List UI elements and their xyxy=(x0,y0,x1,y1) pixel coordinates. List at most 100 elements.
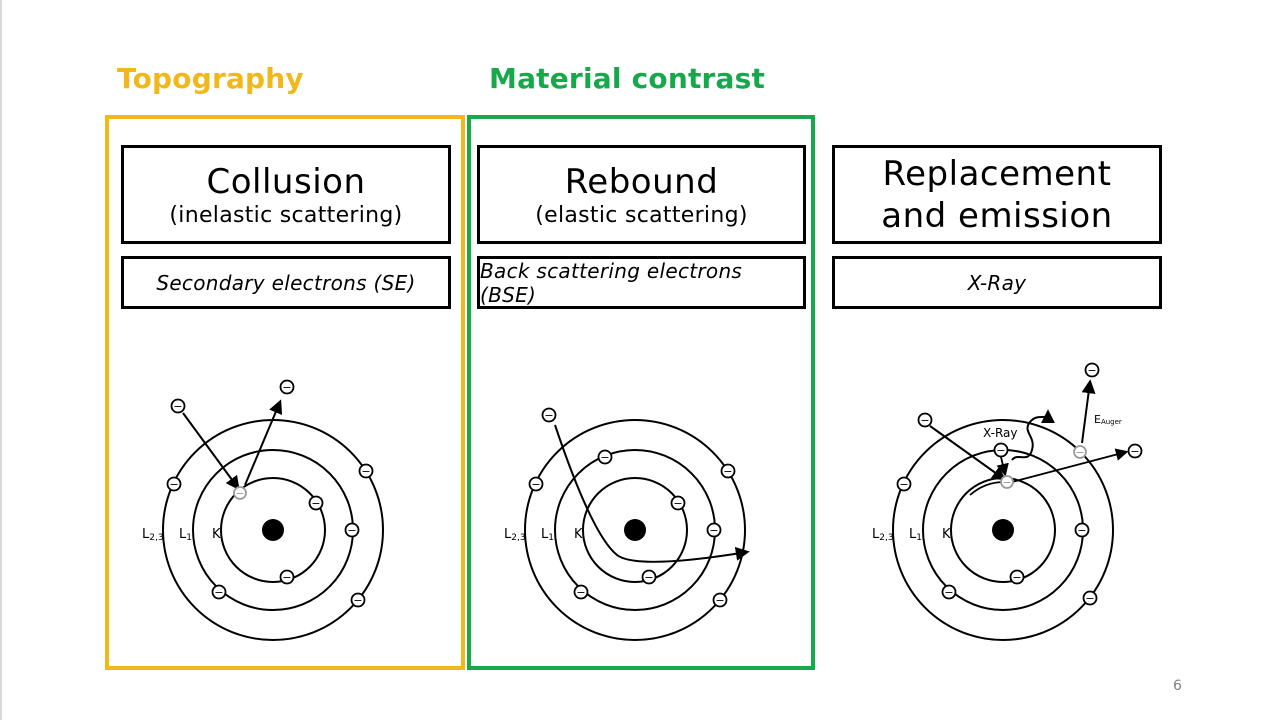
shell-label-k: K xyxy=(212,527,221,542)
topography-frame xyxy=(105,115,465,670)
svg-text:−: − xyxy=(920,414,929,427)
electron: − xyxy=(573,584,589,600)
electron: − xyxy=(170,398,186,414)
shell-outer xyxy=(524,419,746,641)
signal-label: Back scattering electrons (BSE) xyxy=(480,258,743,307)
electron: − xyxy=(358,463,374,479)
svg-text:−: − xyxy=(899,478,908,491)
signal-box-bse: Back scattering electrons (BSE) xyxy=(477,256,806,309)
svg-text:−: − xyxy=(673,497,682,510)
mechanism-title: Rebound xyxy=(564,161,719,202)
fill-curve-path xyxy=(969,481,1005,496)
shell-label-k: K xyxy=(942,527,951,542)
nucleus xyxy=(624,519,646,541)
mechanism-title: Replacement and emission xyxy=(881,153,1113,236)
xray-wave-path xyxy=(1011,409,1055,461)
auger-electron-path xyxy=(1081,379,1096,444)
svg-text:−: − xyxy=(1087,364,1096,377)
mechanism-box-rebound: Rebound (elastic scattering) xyxy=(477,145,806,244)
svg-text:−: − xyxy=(347,524,356,537)
mechanism-subtitle: (inelastic scattering) xyxy=(169,202,403,228)
mechanism-box-replacement: Replacement and emission xyxy=(832,145,1162,244)
ejected-electron-path xyxy=(1011,448,1129,483)
slide-edge-line xyxy=(0,0,2,720)
svg-text:−: − xyxy=(723,465,732,478)
electron: − xyxy=(308,495,324,511)
electron: − xyxy=(706,522,722,538)
atom-diagram-inelastic: L2,3 L1 K − − − − − − − − − − xyxy=(142,379,384,641)
auger-label: EAuger xyxy=(1094,413,1122,426)
secondary-electron-path xyxy=(244,399,283,486)
shell-label-l1: L1 xyxy=(179,527,192,543)
signal-box-se: Secondary electrons (SE) xyxy=(121,256,451,309)
electron: − xyxy=(941,584,957,600)
nucleus xyxy=(992,519,1014,541)
electron: − xyxy=(279,569,295,585)
nucleus xyxy=(262,519,284,541)
electron-vacancy: − xyxy=(233,486,247,500)
svg-text:−: − xyxy=(282,381,291,394)
incident-electron-path xyxy=(182,412,240,491)
svg-text:−: − xyxy=(1002,476,1011,489)
shell-label-l23: L2,3 xyxy=(872,527,894,543)
atom-diagram-emission: L2,3 L1 K X-Ray EAuger − − − − − − − − −… xyxy=(872,362,1143,641)
svg-text:−: − xyxy=(169,478,178,491)
svg-text:−: − xyxy=(576,586,585,599)
group-title-topography: Topography xyxy=(117,62,304,95)
shell-label-l1: L1 xyxy=(909,527,922,543)
electron: − xyxy=(1082,590,1098,606)
electron: − xyxy=(1127,443,1143,459)
electron: − xyxy=(917,412,933,428)
svg-text:−: − xyxy=(173,400,182,413)
incident-electron-path xyxy=(929,425,1007,481)
svg-text:−: − xyxy=(311,497,320,510)
electron-vacancy: − xyxy=(1000,475,1014,489)
electron: − xyxy=(1074,522,1090,538)
electron: − xyxy=(528,476,544,492)
electron: − xyxy=(344,522,360,538)
svg-text:−: − xyxy=(353,594,362,607)
svg-text:−: − xyxy=(996,444,1005,457)
svg-text:−: − xyxy=(235,487,244,500)
svg-text:−: − xyxy=(531,478,540,491)
svg-text:−: − xyxy=(600,451,609,464)
page-number: 6 xyxy=(1173,678,1182,694)
svg-text:−: − xyxy=(715,594,724,607)
svg-text:−: − xyxy=(1130,445,1139,458)
signal-label: X-Ray xyxy=(967,270,1027,295)
electron: − xyxy=(166,476,182,492)
material-contrast-frame xyxy=(467,115,815,670)
svg-text:−: − xyxy=(282,571,291,584)
electron: − xyxy=(993,442,1009,458)
electron-vacancy: − xyxy=(1073,445,1087,459)
svg-text:−: − xyxy=(1012,571,1021,584)
electron: − xyxy=(211,584,227,600)
svg-text:−: − xyxy=(709,524,718,537)
electron: − xyxy=(712,592,728,608)
group-title-material-contrast: Material contrast xyxy=(489,62,766,95)
svg-text:−: − xyxy=(944,586,953,599)
electron: − xyxy=(641,569,657,585)
shell-inner xyxy=(220,477,326,583)
svg-text:−: − xyxy=(1077,524,1086,537)
electron: − xyxy=(350,592,366,608)
electron: − xyxy=(720,463,736,479)
shell-outer xyxy=(892,419,1114,641)
vacancy-fill-path xyxy=(996,456,1009,477)
xray-label: X-Ray xyxy=(983,426,1017,440)
mechanism-title: Collusion xyxy=(206,161,366,202)
electron: − xyxy=(279,379,295,395)
shell-inner xyxy=(582,477,688,583)
svg-text:−: − xyxy=(1075,446,1084,459)
shell-label-k: K xyxy=(574,527,583,542)
shell-label-l23: L2,3 xyxy=(504,527,526,543)
electron: − xyxy=(896,476,912,492)
atom-diagram-elastic: L2,3 L1 K − − − − − − − − − xyxy=(504,407,750,641)
svg-text:−: − xyxy=(1085,592,1094,605)
electron: − xyxy=(1009,569,1025,585)
electron: − xyxy=(670,495,686,511)
svg-text:−: − xyxy=(214,586,223,599)
svg-text:−: − xyxy=(644,571,653,584)
svg-text:−: − xyxy=(361,465,370,478)
electron: − xyxy=(1084,362,1100,378)
